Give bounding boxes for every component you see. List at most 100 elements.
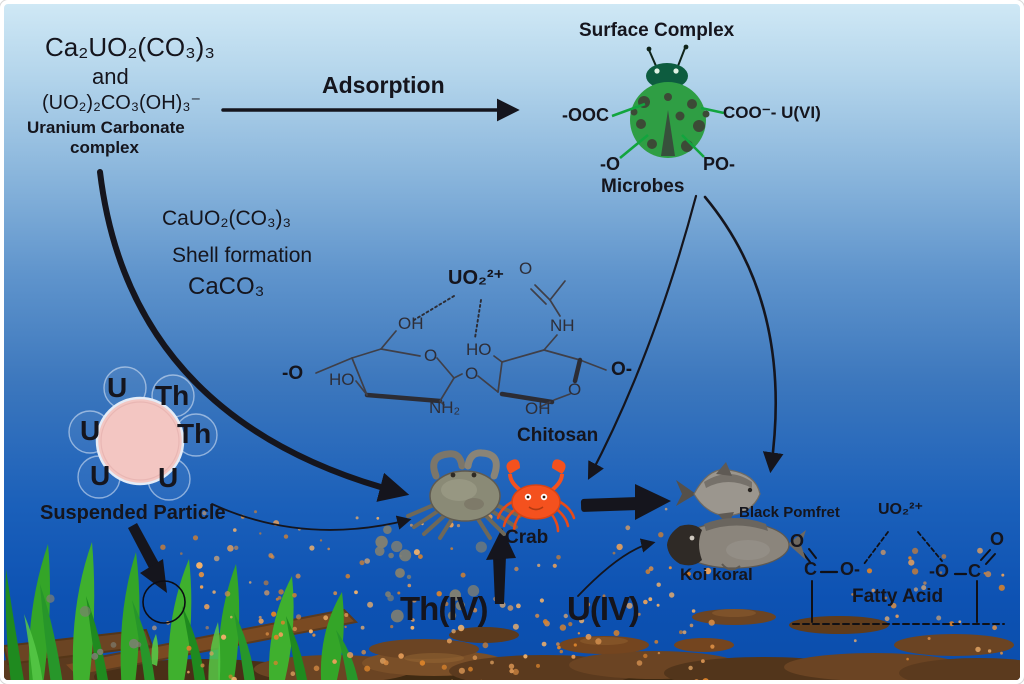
particle-dot <box>571 654 576 659</box>
particle-dot <box>637 612 641 616</box>
particle-dot <box>360 625 365 630</box>
particle-dot <box>413 549 420 556</box>
particle-dot <box>472 607 478 613</box>
label-fatty-acid-uo2: UO₂²⁺ <box>878 501 923 518</box>
particle-dot <box>407 583 412 588</box>
fatty-acid-structure <box>792 531 1005 625</box>
particle-dot <box>227 545 234 552</box>
particle-dot <box>361 649 367 655</box>
label-chitosan-nh: NH <box>550 316 575 335</box>
particle-dot <box>941 554 947 559</box>
particle-dot <box>645 569 651 575</box>
label-chitosan-ring2-o: O <box>568 380 582 399</box>
particle-dot <box>514 566 519 572</box>
label-caco3: CaCO₃ <box>188 273 265 300</box>
particle-dot <box>516 603 521 609</box>
particle-dot <box>441 664 447 670</box>
particle-dot <box>410 625 415 630</box>
particle-dot <box>585 633 592 640</box>
label-cauo2co3-formula: CaUO₂(CO₃)₃ <box>162 207 292 230</box>
particle-dot <box>97 648 104 656</box>
particle-dot <box>467 585 480 597</box>
particle-dot <box>559 624 567 631</box>
particle-dot <box>880 549 886 556</box>
particle-dot <box>258 618 264 624</box>
particle-dot <box>46 594 55 603</box>
particle-dot <box>694 679 699 680</box>
particle-dot <box>853 639 857 643</box>
particle-dot <box>209 651 214 656</box>
particle-dot <box>508 663 515 669</box>
particle-dot <box>273 634 279 640</box>
particle-dot <box>391 540 403 553</box>
particle-dot <box>913 587 919 592</box>
particle-dot <box>908 559 915 566</box>
particle-dot <box>160 544 166 550</box>
particle-dot <box>406 574 412 580</box>
particle-dot <box>636 660 643 666</box>
label-satellite-u-1: U <box>107 372 128 403</box>
particle-dot <box>129 638 139 649</box>
particle-dot <box>643 599 648 605</box>
particle-dot <box>512 668 519 676</box>
arrow-particle-to-seabed <box>128 523 167 593</box>
particle-dot <box>309 545 315 551</box>
particle-dot <box>344 613 349 617</box>
particle-dot <box>136 642 142 648</box>
particle-dot <box>890 602 897 609</box>
particle-dot <box>456 524 461 528</box>
seabed-focus-circle <box>142 580 186 624</box>
particle-dot <box>283 534 289 539</box>
particle-dot <box>367 601 374 608</box>
particle-dot <box>447 611 457 620</box>
particle-dot <box>939 571 943 574</box>
particle-dot <box>656 582 661 587</box>
particle-dot <box>204 604 210 610</box>
particle-dot <box>398 653 404 659</box>
arrow-microbes-to-fish <box>703 195 784 474</box>
particle-dot <box>390 625 394 629</box>
particle-dot <box>399 549 412 562</box>
particle-dot <box>354 590 358 595</box>
particle-dot <box>323 615 329 621</box>
arrow-thiv-to-crab <box>486 528 516 604</box>
particle-dot <box>79 606 91 617</box>
particle-dot <box>563 613 568 619</box>
label-surface-complex: Surface Complex <box>579 20 735 41</box>
label-uranium-carbonate-formula-2: (UO₂)₂CO₃(OH)₃⁻ <box>42 92 202 114</box>
particle-dot <box>273 660 278 666</box>
particle-dot <box>936 615 942 621</box>
particle-dot <box>992 625 997 631</box>
particle-dot <box>419 660 426 666</box>
label-uranium-carbonate-formula-1: Ca₂UO₂(CO₃)₃ <box>45 32 215 62</box>
particle-dot <box>490 660 494 665</box>
particle-dot <box>912 547 919 555</box>
particle-dot <box>458 667 465 674</box>
particle-dot <box>395 568 405 578</box>
particle-dot <box>270 555 275 559</box>
suspended-particle-illustration <box>68 366 218 501</box>
particle-dot <box>535 613 540 618</box>
particle-dot <box>556 555 561 560</box>
particle-dot <box>375 535 388 549</box>
particle-dot <box>866 568 873 574</box>
particle-dot <box>595 638 602 645</box>
particle-dot <box>507 605 514 611</box>
particle-dot <box>295 573 301 579</box>
arrow-crab-to-fish <box>580 484 671 520</box>
label-chitosan-nh2: NH₂ <box>429 398 461 417</box>
particle-dot <box>998 584 1005 591</box>
particle-dot <box>536 663 540 668</box>
particle-dot <box>152 625 157 631</box>
label-uranium-carbonate-caption-2: complex <box>70 138 139 157</box>
label-fatty-acid-c-left: C <box>804 559 817 579</box>
label-chitosan-oh-bottom: OH <box>525 399 551 418</box>
particle-dot <box>689 623 694 628</box>
arrows <box>97 98 784 624</box>
particle-dot <box>265 632 269 636</box>
particle-dot <box>224 591 231 597</box>
particle-dot <box>906 657 909 661</box>
particle-dot <box>319 539 323 542</box>
particle-dot <box>383 525 392 534</box>
